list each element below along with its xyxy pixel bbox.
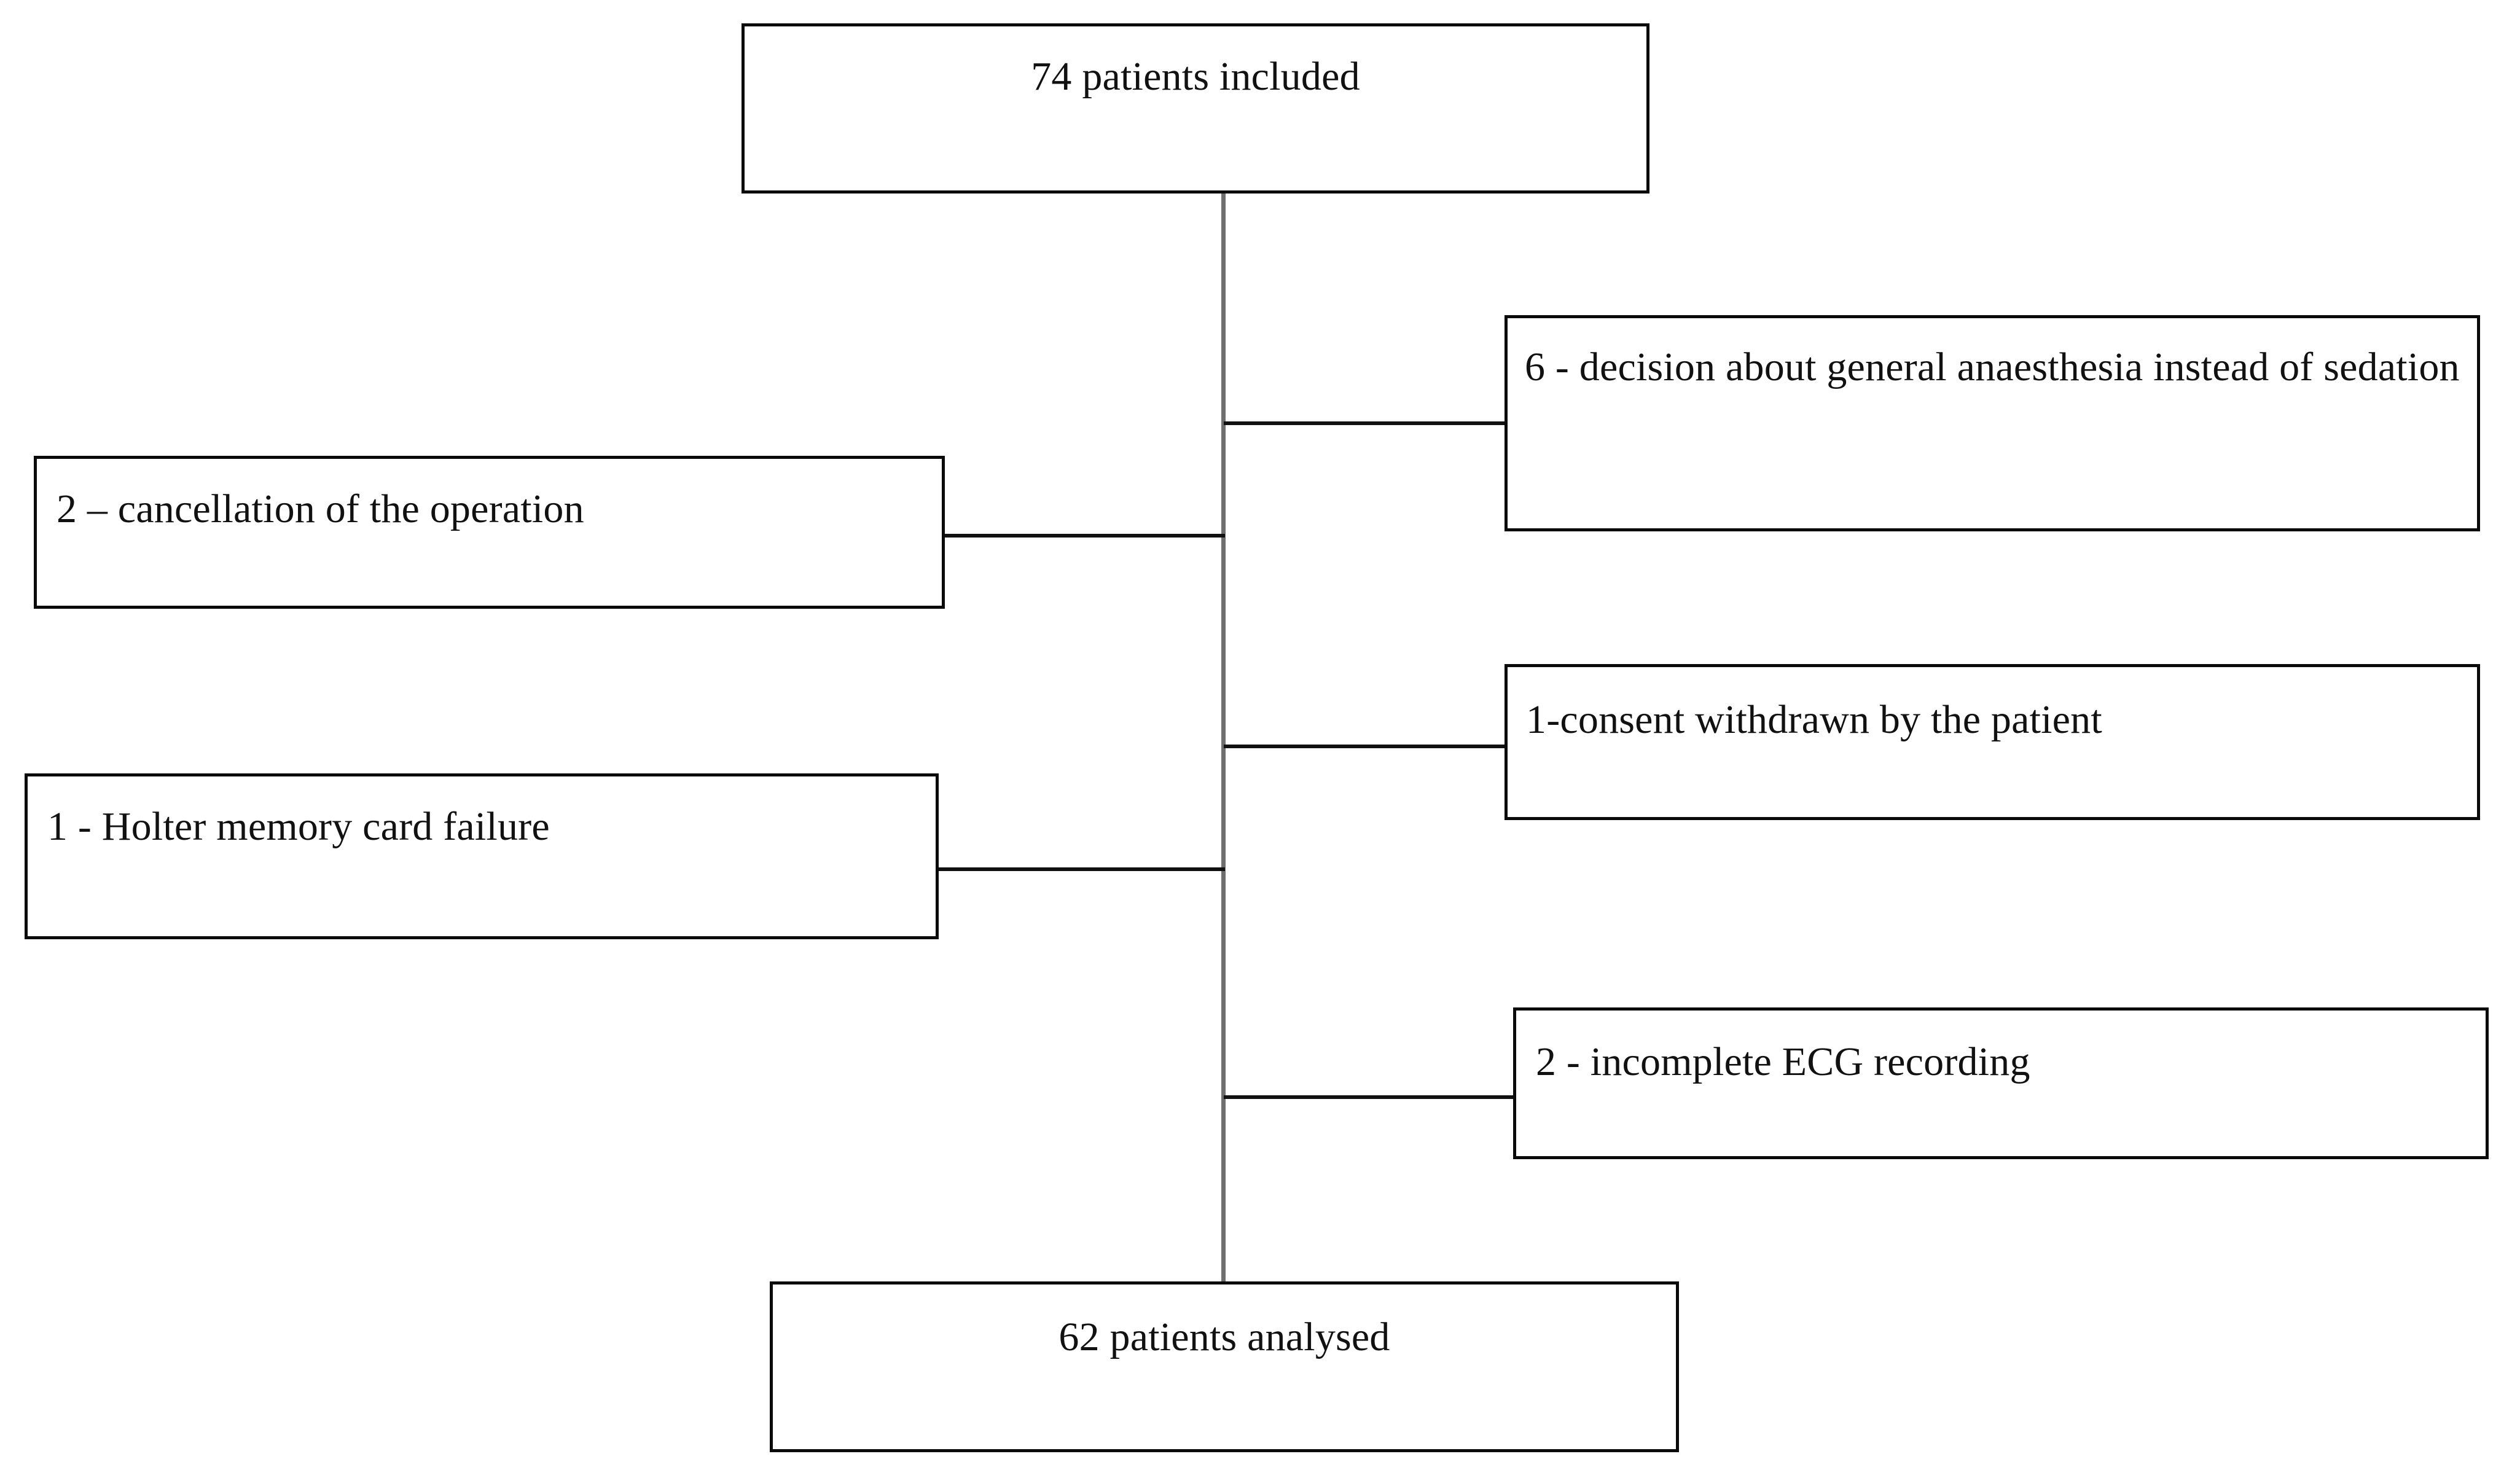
connector-to-consent-withdrawn	[1224, 745, 1508, 748]
node-incomplete-ecg-label: 2 - incomplete ECG recording	[1536, 1039, 2030, 1084]
connector-to-cancellation-operation	[945, 534, 1225, 538]
node-patients-included-label: 74 patients included	[1031, 54, 1360, 99]
vertical-spine-connector	[1221, 192, 1226, 1283]
node-holter-memory-card-failure: 1 - Holter memory card failure	[25, 773, 939, 939]
node-general-anaesthesia: 6 - decision about general anaesthesia i…	[1505, 315, 2480, 531]
node-incomplete-ecg: 2 - incomplete ECG recording	[1513, 1007, 2489, 1159]
node-consent-withdrawn-label: 1-consent withdrawn by the patient	[1526, 697, 2102, 742]
node-patients-included: 74 patients included	[742, 23, 1649, 194]
connector-to-holter-failure	[939, 867, 1225, 871]
node-holter-memory-card-failure-label: 1 - Holter memory card failure	[47, 804, 550, 849]
node-cancellation-operation: 2 – cancellation of the operation	[34, 456, 945, 609]
node-patients-analysed-label: 62 patients analysed	[1058, 1315, 1390, 1359]
node-consent-withdrawn: 1-consent withdrawn by the patient	[1505, 664, 2480, 820]
connector-to-general-anaesthesia	[1224, 421, 1508, 425]
node-patients-analysed: 62 patients analysed	[770, 1281, 1679, 1452]
node-cancellation-operation-label: 2 – cancellation of the operation	[57, 487, 584, 531]
connector-to-incomplete-ecg	[1224, 1095, 1516, 1099]
node-general-anaesthesia-label: 6 - decision about general anaesthesia i…	[1525, 345, 2460, 389]
